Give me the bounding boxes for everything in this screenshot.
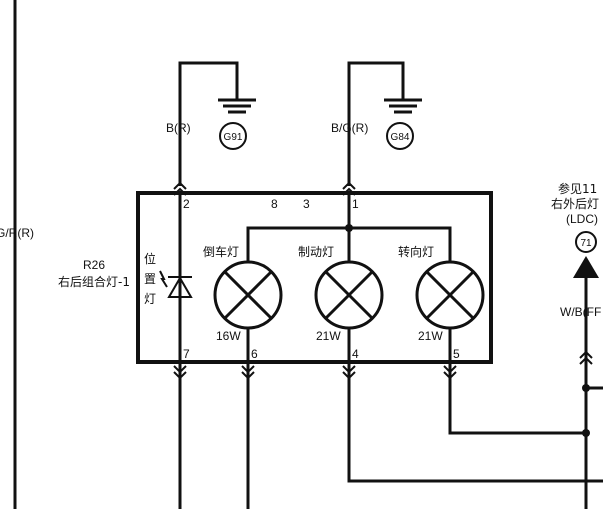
pin-2: 2 [183,197,190,211]
ground-circle-g84 [386,122,414,150]
reference-line-2: 右外后灯 [551,196,599,211]
wire-label-b-g-r: B/G(R) [331,121,368,135]
position-lamp-diode [159,270,193,298]
ground-id-g91: G91 [224,132,243,143]
reverse-lamp [213,260,283,362]
reference-line-3: (LDC) [566,212,598,226]
component-name: 右后组合灯-1 [58,274,130,289]
turn-lamp [415,260,485,362]
reference-line-1: 参见11 [558,181,597,196]
lamp-watt-brake: 21W [316,329,341,343]
reference-circle [575,231,597,253]
component-box [136,191,493,364]
pin-6: 6 [251,347,258,361]
pin-8: 8 [271,197,278,211]
pin-7: 7 [183,347,190,361]
lamp-name-turn: 转向灯 [398,244,434,259]
position-lamp-label-1: 位 [144,251,156,266]
reference-circle-number: 71 [580,238,592,249]
junction-dot-lower [582,429,590,437]
lamp-watt-turn: 21W [418,329,443,343]
lamp-name-brake: 制动灯 [298,245,334,259]
component-code: R26 [83,258,105,272]
ground-circle-g91 [219,122,247,150]
left-wire-label: G/R(R) [0,226,34,240]
brake-lamp [314,260,384,362]
pin-3: 3 [303,197,310,211]
bottom-connector-chevrons [173,365,457,380]
lamp-name-reverse: 倒车灯 [203,244,239,259]
position-lamp-label-2: 置 [144,272,156,286]
ground-g84: G84 B/G(R) [331,61,422,186]
ground-g91: G91 B(R) [166,61,256,186]
wire-label-b-r: B(R) [166,121,191,135]
junction-dot-upper [582,384,590,392]
lamp-watt-reverse: 16W [216,329,241,343]
pin-1: 1 [352,197,359,211]
wire-pin5 [448,362,586,435]
pin-4: 4 [352,347,359,361]
right-reference-circuit: 参见11 右外后灯 (LDC) 71 W/B(FF [551,181,603,509]
ground-id-g84: G84 [391,132,410,143]
reference-wire-label: W/B(FF [560,305,601,319]
pin-5: 5 [453,347,460,361]
position-lamp-label-3: 灯 [144,292,156,306]
reference-arrow [573,256,599,278]
wire-pin4 [347,362,603,483]
